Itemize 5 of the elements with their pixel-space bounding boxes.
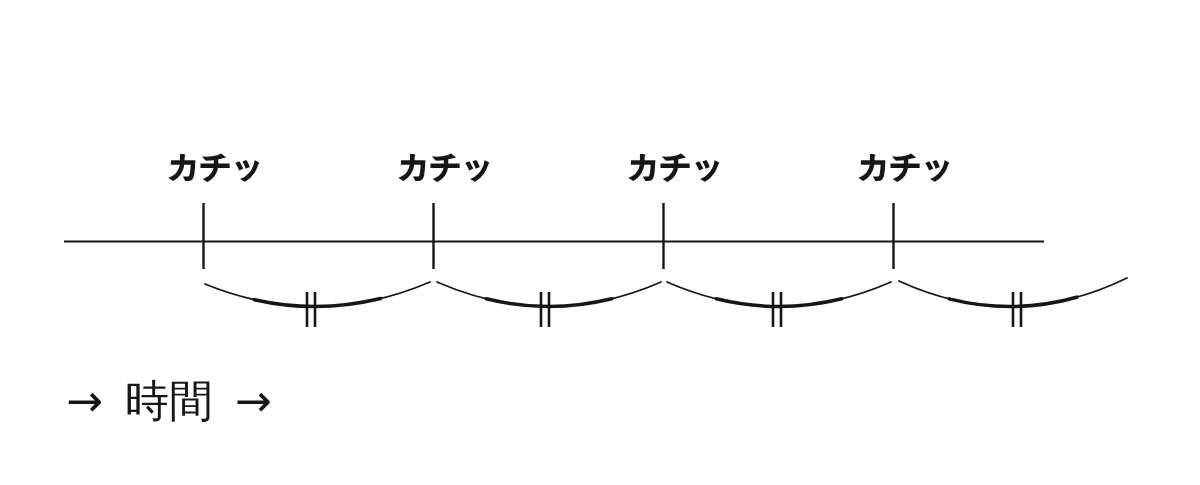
tick-label: カチッ <box>398 150 494 182</box>
time-axis-label: → 時間 → <box>66 379 272 423</box>
tick-label: カチッ <box>858 150 954 182</box>
tick-label: カチッ <box>628 150 724 182</box>
tick-label: カチッ <box>168 150 264 182</box>
